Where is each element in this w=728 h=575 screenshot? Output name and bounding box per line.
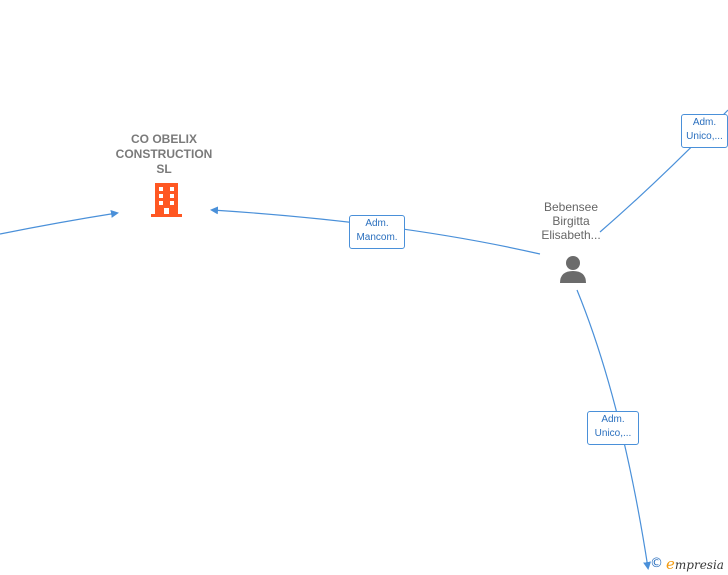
- copyright-icon: ©: [650, 556, 663, 571]
- brand-logo: empresia: [666, 555, 724, 574]
- edge-label-line: Adm.: [365, 218, 389, 229]
- edge-label-line: Unico,...: [686, 131, 723, 142]
- empresia-watermark: © empresia: [650, 555, 724, 573]
- edge-label-adm-unico-bottom[interactable]: Adm. Unico,...: [587, 411, 639, 445]
- brand-initial: e: [666, 554, 675, 573]
- building-icon[interactable]: [150, 182, 183, 218]
- edge-label-line: Mancom.: [356, 232, 398, 243]
- company-name-line-2: CONSTRUCTION: [115, 147, 213, 161]
- edge-label-line: Adm.: [692, 117, 717, 128]
- edge-incoming-left: [0, 209, 119, 235]
- edge-label-adm-mancom[interactable]: Adm. Mancom.: [349, 215, 405, 249]
- person-name-line-2: Birgitta: [552, 214, 590, 228]
- person-icon[interactable]: [558, 254, 588, 284]
- person-name-line-1: Bebensee: [543, 200, 599, 214]
- company-name-line-3: SL: [156, 162, 172, 176]
- company-node-label[interactable]: CO OBELIX CONSTRUCTION SL: [104, 132, 224, 177]
- edge-label-line: Adm.: [601, 414, 625, 425]
- person-name-line-3: Elisabeth...: [541, 228, 601, 242]
- company-name-line-1: CO OBELIX: [130, 132, 197, 146]
- brand-rest: mpresia: [674, 557, 724, 572]
- person-node-label[interactable]: Bebensee Birgitta Elisabeth...: [526, 200, 616, 242]
- edge-label-line: Unico,...: [594, 428, 632, 439]
- edge-label-adm-unico-top[interactable]: Adm. Unico,...: [681, 114, 728, 148]
